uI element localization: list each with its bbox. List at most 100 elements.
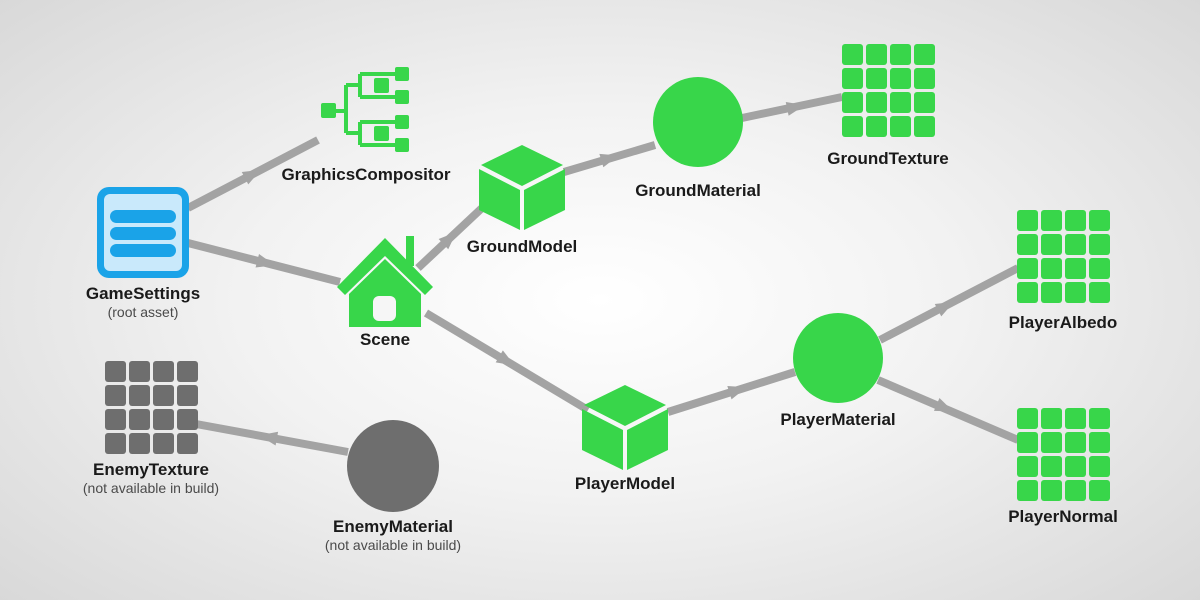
texture-cell	[1065, 432, 1086, 453]
texture-cell	[914, 116, 935, 137]
node-title: GroundModel	[466, 237, 578, 256]
texture-cell	[1065, 234, 1086, 255]
arrowhead	[438, 231, 457, 250]
texture-cell	[1089, 258, 1110, 279]
texture-cell	[105, 361, 126, 382]
node-title: EnemyTexture	[93, 460, 209, 479]
texture-cell	[1041, 234, 1062, 255]
texture-cell	[1041, 480, 1062, 501]
node-groundmaterial-label: GroundMaterial	[635, 181, 761, 201]
texture-cell	[842, 44, 863, 65]
texture-cell	[1065, 408, 1086, 429]
texture-cell	[1017, 258, 1038, 279]
node-title: GameSettings	[85, 284, 201, 303]
texture-cell	[1089, 234, 1110, 255]
node-subtitle: (root asset)	[107, 304, 179, 321]
node-title: PlayerAlbedo	[1008, 313, 1118, 332]
arrowhead	[599, 153, 619, 168]
node-title: GraphicsCompositor	[281, 165, 451, 184]
sphere-icon[interactable]	[347, 420, 439, 512]
texture-cell	[866, 116, 887, 137]
texture-cell	[1017, 282, 1038, 303]
texture-cell	[105, 433, 126, 454]
texture-cell	[129, 409, 150, 430]
texture-cell	[129, 385, 150, 406]
arrowhead	[255, 253, 275, 268]
texture-cell	[1089, 282, 1110, 303]
texture-cell	[1041, 282, 1062, 303]
cube-icon[interactable]	[582, 385, 668, 470]
node-subtitle: (not available in build)	[82, 480, 220, 497]
texture-cell	[153, 361, 174, 382]
arrowhead	[241, 169, 261, 185]
texture-cell	[1089, 456, 1110, 477]
texture-cell	[153, 385, 174, 406]
tree-hierarchy-icon[interactable]	[321, 67, 409, 152]
texture-cell	[1041, 210, 1062, 231]
texture-cell	[1065, 282, 1086, 303]
texture-cell	[1017, 234, 1038, 255]
texture-grid-icon[interactable]	[1017, 408, 1110, 501]
texture-cell	[1041, 456, 1062, 477]
node-enemymaterial-label: EnemyMaterial (not available in build)	[325, 517, 461, 554]
node-title: PlayerNormal	[1008, 507, 1118, 526]
texture-cell	[1065, 456, 1086, 477]
settings-list-icon[interactable]	[97, 187, 189, 278]
node-title: PlayerMaterial	[780, 410, 896, 429]
node-title: EnemyMaterial	[332, 517, 453, 536]
node-title: PlayerModel	[574, 474, 676, 493]
texture-cell	[866, 44, 887, 65]
texture-cell	[1041, 432, 1062, 453]
texture-cell	[1089, 210, 1110, 231]
node-gamesettings-label: GameSettings (root asset)	[86, 284, 200, 321]
texture-cell	[177, 409, 198, 430]
texture-cell	[129, 433, 150, 454]
texture-cell	[890, 116, 911, 137]
sphere-icon[interactable]	[653, 77, 743, 167]
node-title: Scene	[359, 330, 411, 349]
arrowhead	[727, 386, 747, 400]
node-groundmodel-label: GroundModel	[467, 237, 577, 257]
texture-grid-icon[interactable]	[842, 44, 935, 137]
texture-cell	[1017, 210, 1038, 231]
texture-cell	[1041, 258, 1062, 279]
texture-cell	[1089, 432, 1110, 453]
texture-cell	[105, 385, 126, 406]
node-playermaterial-label: PlayerMaterial	[780, 410, 895, 430]
texture-cell	[1017, 480, 1038, 501]
texture-cell	[1017, 432, 1038, 453]
texture-cell	[890, 44, 911, 65]
node-scene-label: Scene	[360, 330, 410, 350]
texture-cell	[129, 361, 150, 382]
node-groundtexture-label: GroundTexture	[827, 149, 949, 169]
node-playernormal-label: PlayerNormal	[1008, 507, 1118, 527]
texture-cell	[866, 68, 887, 89]
texture-cell	[914, 68, 935, 89]
texture-cell	[1041, 408, 1062, 429]
node-graphicscompositor-label: GraphicsCompositor	[281, 165, 450, 185]
texture-cell	[914, 44, 935, 65]
house-icon[interactable]	[337, 236, 433, 327]
texture-cell	[1089, 408, 1110, 429]
texture-cell	[177, 385, 198, 406]
node-title: GroundTexture	[827, 149, 949, 168]
texture-cell	[1065, 258, 1086, 279]
arrowhead	[785, 102, 805, 116]
node-playeralbedo-label: PlayerAlbedo	[1009, 313, 1118, 333]
texture-cell	[1089, 480, 1110, 501]
texture-cell	[890, 92, 911, 113]
texture-grid-icon[interactable]	[1017, 210, 1110, 303]
texture-grid-icon[interactable]	[105, 361, 198, 454]
texture-cell	[1065, 210, 1086, 231]
texture-cell	[1065, 480, 1086, 501]
arrowhead	[934, 301, 954, 317]
arrowhead	[495, 350, 515, 366]
sphere-icon[interactable]	[793, 313, 883, 403]
texture-cell	[153, 433, 174, 454]
node-subtitle: (not available in build)	[324, 537, 462, 554]
texture-cell	[1017, 456, 1038, 477]
cube-icon[interactable]	[479, 145, 565, 230]
texture-cell	[890, 68, 911, 89]
arrowhead	[933, 398, 954, 412]
texture-cell	[105, 409, 126, 430]
